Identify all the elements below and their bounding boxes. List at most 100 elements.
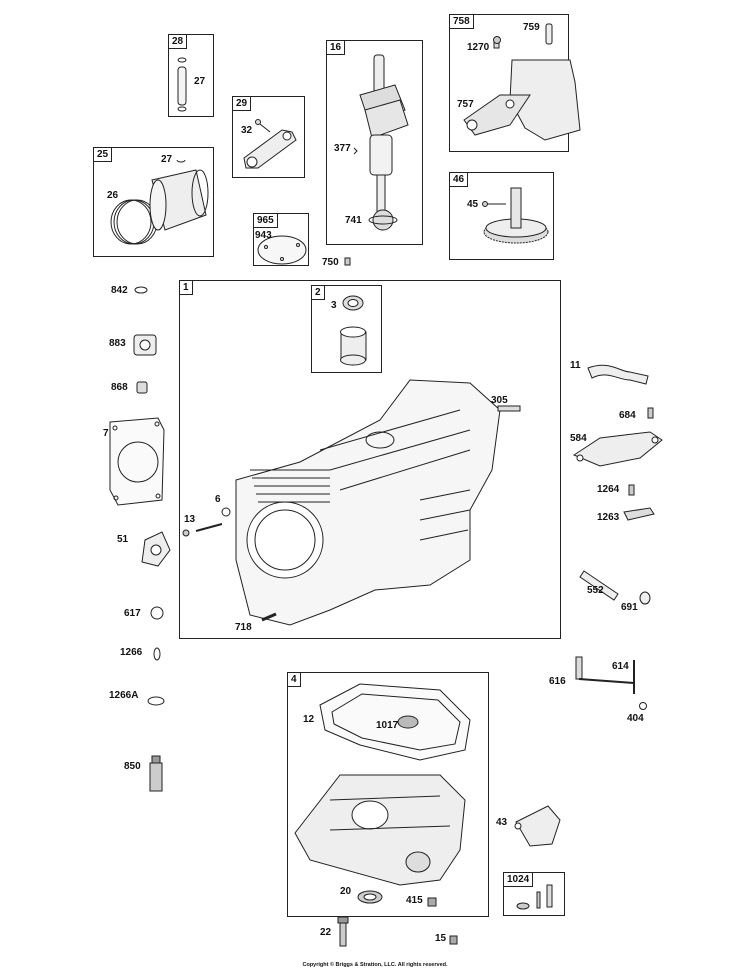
callout-617: 617 (124, 608, 141, 619)
piston-pin-drawing (177, 57, 187, 112)
callout-584: 584 (570, 433, 587, 444)
callout-13: 13 (184, 514, 196, 525)
sump-drawing (294, 774, 466, 907)
kit-tag-1024: 1024 (503, 872, 534, 887)
callout-43: 43 (496, 817, 508, 828)
part-617-drawing (150, 606, 164, 620)
callout-718: 718 (235, 622, 252, 633)
part-868-drawing (136, 381, 148, 394)
callout-377: 377 (334, 143, 351, 154)
callout-27b: 27 (161, 154, 173, 165)
callout-750: 750 (322, 257, 339, 268)
piston-rings-drawing (110, 159, 209, 245)
cam-gear-drawing (482, 187, 549, 244)
kit-tag-16: 16 (326, 40, 346, 55)
breather-cover-drawing (572, 431, 663, 467)
kit-tag-965: 965 (253, 213, 278, 228)
kit-tag-29: 29 (232, 96, 252, 111)
callout-759: 759 (523, 22, 540, 33)
kit-box-46: 46 (449, 172, 554, 260)
callout-614: 614 (612, 661, 629, 672)
crankshaft-drawing (353, 54, 409, 231)
callout-868: 868 (111, 382, 128, 393)
head-gasket-drawing (109, 417, 165, 506)
callout-1017: 1017 (376, 720, 399, 731)
kit-box-2: 2 (311, 285, 382, 373)
callout-404: 404 (627, 713, 644, 724)
callout-305: 305 (491, 395, 508, 406)
kit-box-25: 25 (93, 147, 214, 257)
callout-741: 741 (345, 215, 362, 226)
part-22-drawing (337, 916, 349, 947)
callout-51: 51 (117, 534, 129, 545)
kit-tag-25: 25 (93, 147, 113, 162)
callout-26: 26 (107, 190, 119, 201)
cylinder-liner-drawing (340, 295, 367, 366)
part-404-drawing (639, 702, 647, 710)
callout-3: 3 (331, 300, 337, 311)
callout-415: 415 (406, 895, 423, 906)
callout-1263: 1263 (597, 512, 620, 523)
part-1266A-drawing (147, 696, 165, 706)
callout-616: 616 (549, 676, 566, 687)
callout-943: 943 (255, 230, 272, 241)
callout-1270: 1270 (467, 42, 490, 53)
callout-1266A: 1266A (109, 690, 139, 701)
callout-27a: 27 (194, 76, 206, 87)
valve-cover-gasket-drawing (257, 235, 307, 265)
sealant-tube-drawing (149, 755, 163, 792)
callout-22: 22 (320, 927, 332, 938)
governor-housing-drawing (463, 23, 581, 141)
kit-tag-46: 46 (449, 172, 469, 187)
callout-850: 850 (124, 761, 141, 772)
callout-45: 45 (467, 199, 479, 210)
kit-box-965: 965 (253, 213, 309, 266)
callout-842: 842 (111, 285, 128, 296)
dipstick-tube-drawing (587, 364, 649, 385)
part-1266-drawing (153, 647, 161, 661)
callout-691: 691 (621, 602, 638, 613)
part-842-drawing (134, 286, 148, 294)
callout-20: 20 (340, 886, 352, 897)
kit-box-16: 16 (326, 40, 423, 245)
callout-11: 11 (570, 360, 581, 371)
callout-12: 12 (303, 714, 315, 725)
callout-883: 883 (109, 338, 126, 349)
kit-tag-28: 28 (168, 34, 188, 49)
part-691-drawing (639, 591, 651, 605)
governor-shaft-drawing (575, 656, 635, 694)
kit-box-1: 1 (179, 280, 561, 639)
copyright-footer: Copyright © Briggs & Stratton, LLC. All … (302, 962, 448, 968)
kit-box-1024: 1024 (503, 872, 565, 916)
kit-tag-4: 4 (287, 672, 301, 687)
part-51-drawing (141, 531, 171, 567)
part-1263-drawing (623, 507, 655, 521)
sump-gasket-drawing (319, 683, 471, 761)
part-684-drawing (647, 407, 654, 419)
part-1264-drawing (628, 484, 635, 496)
part-883-drawing (133, 334, 157, 356)
kit-box-4: 4 (287, 672, 489, 917)
oil-pump-drawing (514, 805, 561, 847)
callout-1266: 1266 (120, 647, 143, 658)
callout-684: 684 (619, 410, 636, 421)
cylinder-block-drawing (182, 379, 521, 626)
connecting-rod-drawing (243, 119, 297, 169)
kit-tag-2: 2 (311, 285, 325, 300)
part-552-drawing (579, 570, 619, 601)
part-15-drawing (449, 935, 458, 945)
callout-1264: 1264 (597, 484, 620, 495)
kit-box-28: 28 (168, 34, 214, 117)
callout-15: 15 (435, 933, 447, 944)
kit-tag-758: 758 (449, 14, 474, 29)
part-750-drawing (344, 257, 351, 266)
callout-6: 6 (215, 494, 221, 505)
part-1024-drawing (516, 884, 553, 910)
callout-757: 757 (457, 99, 474, 110)
callout-32: 32 (241, 125, 253, 136)
kit-box-29: 29 (232, 96, 305, 178)
callout-552: 552 (587, 585, 604, 596)
callout-7: 7 (103, 428, 109, 439)
kit-tag-1: 1 (179, 280, 193, 295)
